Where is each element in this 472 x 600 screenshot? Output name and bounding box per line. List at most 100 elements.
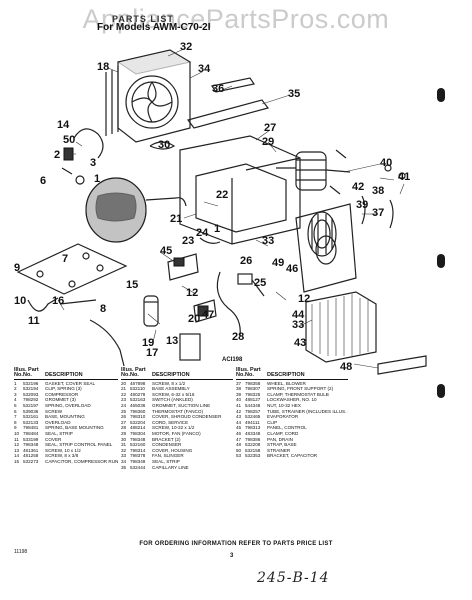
part-no: 798481 [23, 425, 39, 431]
callout-43: 43 [294, 337, 306, 349]
part-no: 798348 [130, 436, 146, 442]
callout-7: 7 [62, 253, 68, 265]
part-no: 532158 [245, 447, 261, 453]
description: GASKET, COVER SEAL [45, 380, 96, 386]
part-no: 544348 [245, 402, 261, 408]
callout-26: 26 [240, 255, 252, 267]
description: GROMMET (3) [45, 397, 76, 403]
description: CLAMP, THERMOSTAT BULB [267, 391, 329, 397]
illus-no: 40 [236, 397, 242, 403]
part-no: 481258 [23, 453, 39, 459]
callout-17: 17 [146, 347, 158, 359]
part-no: 798358 [245, 380, 261, 386]
part-no: 481361 [23, 447, 39, 453]
discharge-tubing [61, 128, 104, 175]
callout-25: 25 [254, 277, 266, 289]
compressor [85, 177, 187, 243]
ordering-footer: FOR ORDERING INFORMATION REFER TO PARTS … [139, 541, 333, 547]
column-head: Illus. Part [121, 367, 146, 373]
part-no: 798484 [23, 430, 39, 436]
description: OVERLOAD [45, 419, 71, 425]
callout-45: 45 [160, 245, 172, 257]
callout-35: 35 [288, 88, 300, 100]
service-cord [216, 271, 241, 337]
callout-16: 16 [52, 295, 64, 307]
grommet [75, 175, 85, 185]
thermostat [237, 273, 265, 297]
callout-20: 20 [188, 313, 200, 325]
description: BRACKET, CAPACITOR [267, 453, 318, 459]
description: SEAL, STRIP [152, 458, 180, 464]
strainer-tube [361, 195, 394, 229]
callout-2: 2 [54, 149, 60, 161]
illus-no: 9 [14, 425, 17, 431]
description: SCREW, 10-32 x 1/2 [152, 425, 195, 431]
description: CLAMP, CORD [267, 430, 299, 436]
callout-6: 6 [40, 175, 46, 187]
description: CAPILLARY LINE [152, 464, 189, 470]
column-headers: No. No. DESCRIPTION [236, 372, 348, 380]
description: STRAINER [267, 447, 291, 453]
part-no: 798360 [130, 408, 146, 414]
handwritten-note: 245-B-14 [257, 570, 330, 586]
description: SWITCH (ANKLED) [152, 397, 193, 403]
page-number: 3 [230, 553, 234, 559]
condenser-housing [105, 49, 192, 143]
illus-no: 35 [121, 464, 127, 470]
description: EVAPORATOR [267, 414, 299, 420]
column-headers: No. No. DESCRIPTION [121, 372, 233, 380]
description: PANEL, CONTROL [267, 425, 307, 431]
callout-18: 18 [97, 61, 109, 73]
callout-19: 19 [142, 337, 154, 349]
illus-no: 2 [14, 386, 17, 392]
strip-seal [27, 297, 59, 312]
part-no: 532196 [23, 380, 39, 386]
description: MOTOR, FAN (FANCO) [152, 430, 201, 436]
part-no: 532208 [245, 442, 261, 448]
part-no: 532161 [23, 414, 39, 420]
part-no: 480278 [130, 391, 146, 397]
illus-no: 12 [14, 442, 20, 448]
callout-50: 50 [63, 134, 75, 146]
callout-41: 41 [398, 171, 410, 183]
part-no: 532353 [245, 453, 261, 459]
illus-no: 22 [121, 391, 127, 397]
part-no: 532110 [130, 386, 145, 392]
illus-no: 50 [236, 447, 242, 453]
part-no: 532160 [130, 442, 146, 448]
spring-clip [149, 141, 176, 150]
illus-no: 15 [14, 458, 20, 464]
column-head: Illus. Part [236, 367, 261, 373]
illus-no: 24 [121, 402, 127, 408]
capacitor [143, 295, 159, 327]
illus-no: 30 [121, 436, 127, 442]
part-no: 532197 [23, 402, 39, 408]
illus-no: 14 [14, 453, 20, 459]
compressor-base-plate [16, 243, 128, 295]
part-no: 532444 [130, 464, 146, 470]
illus-no: 44 [236, 419, 242, 425]
callout-33: 33 [262, 235, 274, 247]
column-head: Illus. Part [14, 367, 39, 373]
